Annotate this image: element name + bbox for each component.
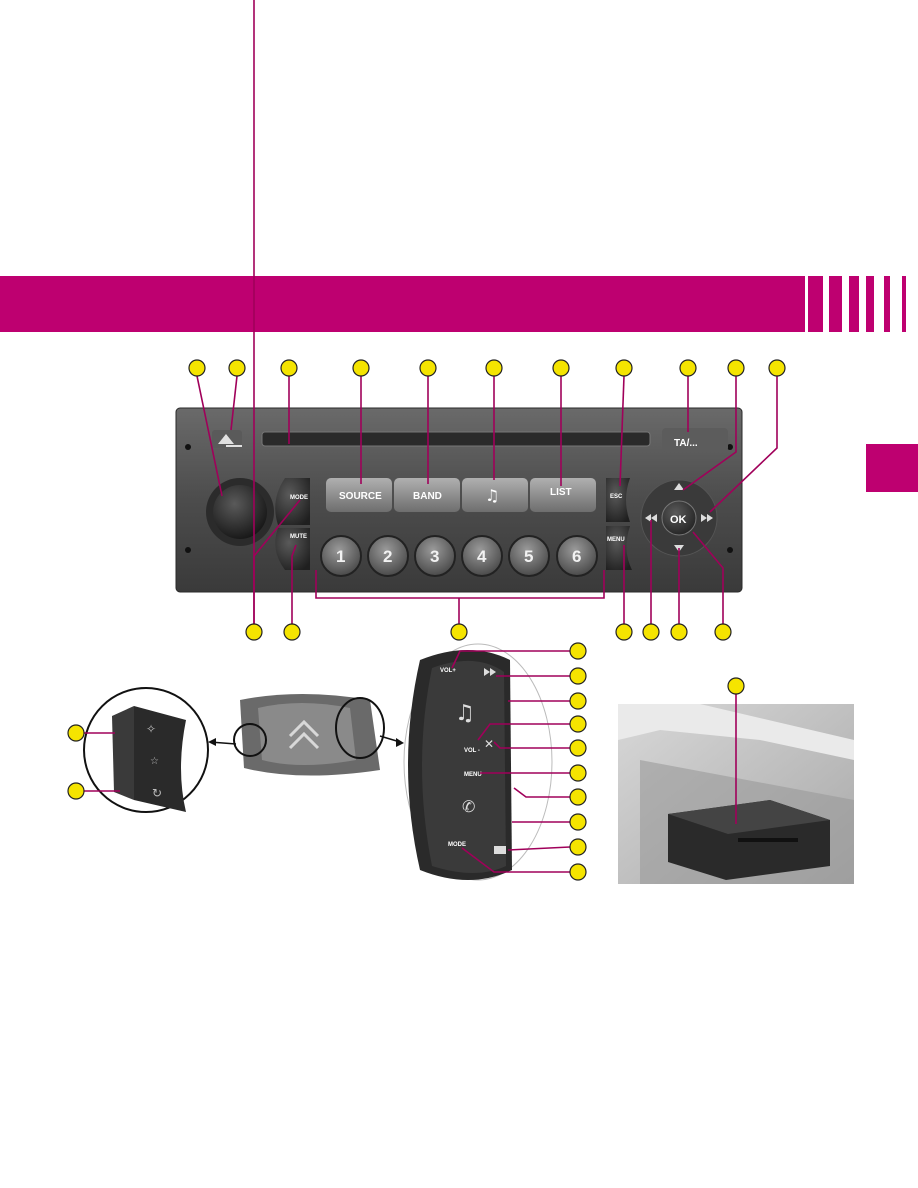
cd-slot[interactable] — [261, 431, 651, 447]
header-stripe — [902, 276, 906, 332]
svg-text:MENU: MENU — [464, 772, 482, 778]
header-stripe — [829, 276, 842, 332]
svg-text:2: 2 — [383, 547, 392, 566]
cd-changer-photo — [618, 677, 854, 884]
svg-text:5: 5 — [524, 547, 533, 566]
steering-control-stalk: VOL+ ♫ VOL - ✕ MENU ✆ MODE — [403, 642, 587, 881]
svg-text:MENU: MENU — [607, 537, 625, 543]
music-note-icon: ♫ — [455, 701, 475, 726]
header-stripe — [849, 276, 859, 332]
preset-button-6[interactable] — [556, 535, 598, 577]
radio-panel: MODE MUTE SOURCE BAND ♫ LIST ESC MENU TA… — [175, 407, 743, 593]
star-icon: ✧ — [146, 722, 156, 736]
source-button[interactable] — [326, 478, 392, 512]
ta-button[interactable] — [662, 428, 728, 452]
audio-settings-button[interactable] — [462, 478, 528, 512]
music-note-icon: ♫ — [485, 486, 499, 505]
star-icon: ☆ — [150, 756, 159, 767]
steering-wheel-hub — [208, 694, 404, 776]
svg-text:TA/...: TA/... — [674, 438, 698, 449]
callout-markers — [188, 359, 786, 641]
ok-button[interactable] — [661, 500, 697, 536]
preset-button-1[interactable] — [320, 535, 362, 577]
header-stripe — [866, 276, 874, 332]
svg-text:6: 6 — [572, 547, 581, 566]
mute-button[interactable] — [275, 528, 310, 570]
arrow-up-icon[interactable] — [674, 483, 684, 490]
svg-text:BAND: BAND — [413, 491, 442, 502]
svg-text:LIST: LIST — [550, 487, 572, 498]
chapter-header-band — [0, 276, 805, 332]
svg-text:1: 1 — [336, 547, 345, 566]
svg-text:VOL+: VOL+ — [440, 668, 456, 674]
preset-button-4[interactable] — [461, 535, 503, 577]
steering-left-zoom: ✧ ☆ ↻ — [67, 687, 209, 813]
svg-text:VOL -: VOL - — [464, 748, 480, 754]
svg-text:4: 4 — [477, 547, 487, 566]
svg-text:OK: OK — [670, 514, 687, 526]
svg-text:MODE: MODE — [290, 495, 308, 501]
preset-button-2[interactable] — [367, 535, 409, 577]
preset-button-3[interactable] — [414, 535, 456, 577]
fast-forward-icon[interactable] — [701, 514, 713, 522]
svg-text:SOURCE: SOURCE — [339, 491, 382, 502]
phone-icon[interactable]: ✆ — [462, 797, 475, 816]
chapter-side-tab — [866, 444, 918, 492]
preset-button-5[interactable] — [508, 535, 550, 577]
header-stripe — [808, 276, 823, 332]
svg-text:3: 3 — [430, 547, 439, 566]
rewind-icon[interactable] — [645, 514, 657, 522]
svg-text:MODE: MODE — [448, 842, 466, 848]
refresh-icon: ↻ — [152, 786, 162, 800]
list-button[interactable] — [530, 478, 596, 512]
mute-icon[interactable]: ✕ — [484, 737, 494, 751]
chevron-up-icon — [288, 719, 320, 738]
fast-forward-icon[interactable] — [484, 668, 496, 676]
preset-buttons: 1 2 3 4 5 6 — [320, 535, 598, 577]
header-stripe — [884, 276, 890, 332]
band-button[interactable] — [394, 478, 460, 512]
leader-lines — [196, 0, 778, 624]
mode-button[interactable] — [275, 478, 310, 525]
svg-text:ESC: ESC — [610, 494, 623, 500]
esc-button[interactable] — [606, 478, 630, 522]
svg-text:MUTE: MUTE — [290, 534, 307, 540]
eject-icon[interactable] — [218, 434, 234, 444]
menu-button[interactable] — [606, 526, 632, 570]
